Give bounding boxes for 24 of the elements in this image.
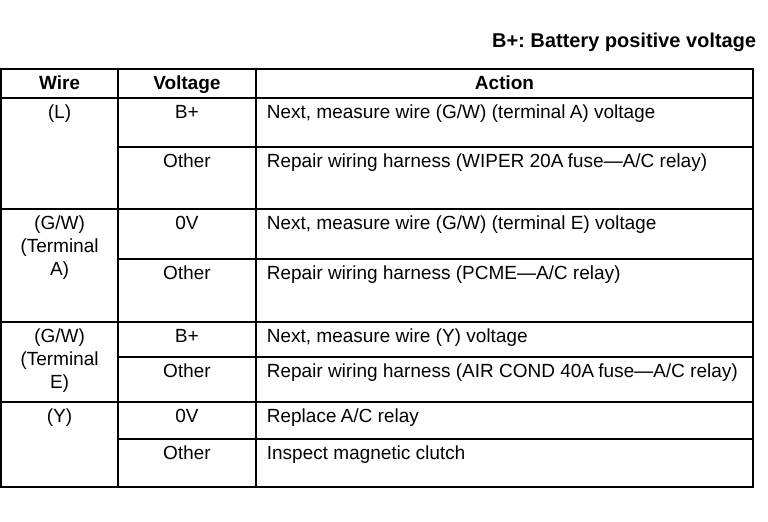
column-header: Wire xyxy=(1,69,118,98)
voltage-entry: Other xyxy=(118,439,256,487)
voltage-entry: Other xyxy=(118,357,256,402)
voltage-entry: 0V xyxy=(118,209,256,259)
wire-entry: (L) xyxy=(1,98,118,209)
wire-entry: (G/W) (Terminal E) xyxy=(1,322,118,402)
column-header: Voltage xyxy=(118,69,256,98)
action-entry: Next, measure wire (G/W) (terminal A) voltage xyxy=(256,98,753,147)
note-text: B+: Battery positive voltage xyxy=(492,30,756,53)
wire-entry: (G/W) (Terminal A) xyxy=(1,209,118,322)
action-entry: Repair wiring harness (AIR COND 40A fuse—A/C relay) xyxy=(256,357,753,402)
voltage-entry: B+ xyxy=(118,98,256,147)
action-entry: Inspect magnetic clutch xyxy=(256,439,753,487)
column-header: Action xyxy=(256,69,753,98)
wire-entry: (Y) xyxy=(1,402,118,487)
voltage-entry: 0V xyxy=(118,402,256,439)
action-entry: Replace A/C relay xyxy=(256,402,753,439)
action-entry: Repair wiring harness (PCME—A/C relay) xyxy=(256,259,753,322)
action-entry: Next, measure wire (Y) voltage xyxy=(256,322,753,357)
action-entry: Next, measure wire (G/W) (terminal E) voltage xyxy=(256,209,753,259)
voltage-entry: Other xyxy=(118,147,256,209)
voltage-entry: Other xyxy=(118,259,256,322)
action-entry: Repair wiring harness (WIPER 20A fuse—A/C relay) xyxy=(256,147,753,209)
voltage-entry: B+ xyxy=(118,322,256,357)
